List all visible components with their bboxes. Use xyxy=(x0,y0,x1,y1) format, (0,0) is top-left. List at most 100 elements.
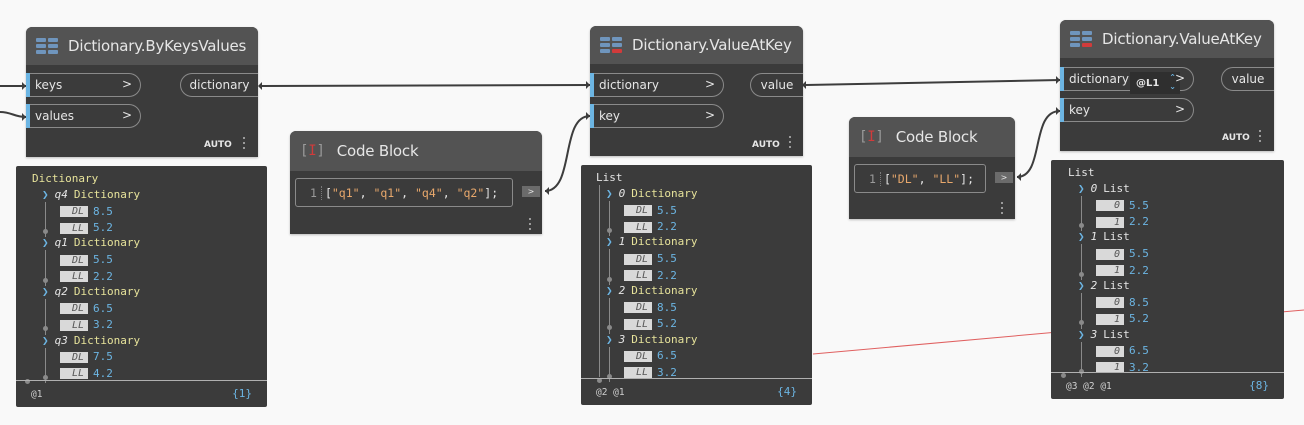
chevron-right-icon[interactable]: > xyxy=(704,108,715,122)
preview-entry-key: LL xyxy=(624,221,652,233)
expand-chevron-icon[interactable]: ❯ xyxy=(1078,181,1085,195)
expand-chevron-icon[interactable]: ❯ xyxy=(1078,327,1085,341)
code-close: ]; xyxy=(960,171,974,186)
more-options-icon[interactable] xyxy=(789,136,792,151)
preview-entry-value: 5.2 xyxy=(93,221,113,234)
port-label: keys xyxy=(35,78,63,92)
preview-item-key: 0 xyxy=(618,186,626,200)
wire-keys-code-2[interactable] xyxy=(1016,110,1061,178)
port-label: key xyxy=(599,109,621,123)
preview-entry-value: 5.2 xyxy=(1129,312,1149,326)
chevron-right-icon[interactable]: > xyxy=(704,77,715,91)
lacing-label[interactable]: AUTO xyxy=(752,140,780,150)
more-options-icon[interactable] xyxy=(243,137,246,152)
node-dictionary-value-at-key-2[interactable]: Dictionary.ValueAtKey dictionary @L1 ⌃⌄ … xyxy=(1060,20,1274,151)
input-port-dictionary[interactable]: dictionary > xyxy=(590,73,724,97)
preview-entry-value: 4.2 xyxy=(93,366,113,380)
code-block-icon: [I] xyxy=(859,129,884,145)
preview-entry-value: 5.5 xyxy=(93,253,113,267)
expand-chevron-icon[interactable]: ❯ xyxy=(606,235,613,249)
list-level-selector[interactable]: @L1 ⌃⌄ xyxy=(1130,72,1180,94)
expand-chevron-icon[interactable]: ❯ xyxy=(606,186,613,200)
preview-entry-key: DL xyxy=(60,206,88,218)
input-port-dictionary[interactable]: dictionary @L1 ⌃⌄ > xyxy=(1060,67,1194,94)
node-header[interactable]: Dictionary.ValueAtKey xyxy=(1060,20,1274,58)
node-code-block[interactable]: [I] Code Block 1 [ "DL", "LL" ]; > xyxy=(849,117,1015,219)
tree-line xyxy=(1081,293,1082,329)
preview-footer: @3 @2 @1{8} xyxy=(1051,372,1284,399)
output-port-value[interactable]: value xyxy=(750,73,803,97)
expand-chevron-icon[interactable]: ❯ xyxy=(1078,230,1085,244)
more-options-icon[interactable] xyxy=(529,218,532,233)
tree-node-dot xyxy=(597,378,602,384)
node-dictionary-by-keys-values[interactable]: Dictionary.ByKeysValues keys > values > … xyxy=(26,27,258,157)
expand-chevron-icon[interactable]: ❯ xyxy=(606,284,613,297)
code-editor[interactable]: 1 [ "q1", "q1", "q4", "q2" ]; xyxy=(295,178,513,207)
tree-node-dot xyxy=(43,375,48,380)
more-options-icon[interactable] xyxy=(1001,202,1004,217)
preview-entry-key: DL xyxy=(60,351,88,363)
tree-line xyxy=(609,346,610,383)
chevron-right-icon[interactable]: > xyxy=(121,77,132,91)
wire-dictionary[interactable] xyxy=(261,84,591,87)
lacing-label[interactable]: AUTO xyxy=(1222,133,1250,143)
expand-chevron-icon[interactable]: ❯ xyxy=(606,332,613,346)
input-port-keys[interactable]: keys > xyxy=(26,73,141,97)
output-port[interactable]: > xyxy=(522,186,540,197)
node-header[interactable]: Dictionary.ValueAtKey xyxy=(590,26,803,64)
node-header[interactable]: Dictionary.ByKeysValues xyxy=(26,27,258,65)
lacing-label[interactable]: AUTO xyxy=(204,140,232,150)
output-port[interactable]: > xyxy=(995,172,1013,183)
expand-chevron-icon[interactable]: ❯ xyxy=(1078,279,1085,292)
input-port-key[interactable]: key > xyxy=(590,104,724,128)
chevron-right-icon[interactable]: > xyxy=(1174,71,1185,85)
expand-chevron-icon[interactable]: ❯ xyxy=(42,285,49,298)
up-down-arrows-icon[interactable]: ⌃⌄ xyxy=(1169,73,1176,91)
wire-value[interactable] xyxy=(805,79,1061,86)
node-dictionary-value-at-key[interactable]: Dictionary.ValueAtKey dictionary > key >… xyxy=(590,26,803,156)
expand-chevron-icon[interactable]: ❯ xyxy=(42,187,49,201)
preview-entry-key: 1 xyxy=(1096,313,1124,325)
tree-line xyxy=(609,298,610,334)
node-header[interactable]: [I] Code Block xyxy=(849,117,1015,157)
input-port-values[interactable]: values > xyxy=(26,104,141,128)
chevron-right-icon[interactable]: > xyxy=(1174,102,1185,116)
preview-item-type: Dictionary xyxy=(631,332,698,346)
output-port-dictionary[interactable]: dictionary xyxy=(180,73,258,97)
output-port-value[interactable]: value xyxy=(1221,67,1274,91)
input-port-key[interactable]: key > xyxy=(1060,98,1194,122)
more-options-icon[interactable] xyxy=(1259,130,1262,145)
preview-entry-key: LL xyxy=(60,368,88,380)
node-header[interactable]: [I] Code Block xyxy=(290,131,542,171)
chevron-right-icon[interactable]: > xyxy=(121,108,132,122)
code-editor[interactable]: 1 [ "DL", "LL" ]; xyxy=(854,164,986,193)
expand-chevron-icon[interactable]: ❯ xyxy=(42,236,49,250)
expand-chevron-icon[interactable]: ❯ xyxy=(42,333,49,347)
port-label: dictionary xyxy=(189,78,250,92)
wire-keys-code[interactable] xyxy=(544,115,591,192)
list-level-value: @L1 xyxy=(1136,77,1160,89)
preview-entry-value: 2.2 xyxy=(1129,263,1149,277)
node-code-block[interactable]: [I] Code Block 1 [ "q1", "q1", "q4", "q2… xyxy=(290,131,542,234)
